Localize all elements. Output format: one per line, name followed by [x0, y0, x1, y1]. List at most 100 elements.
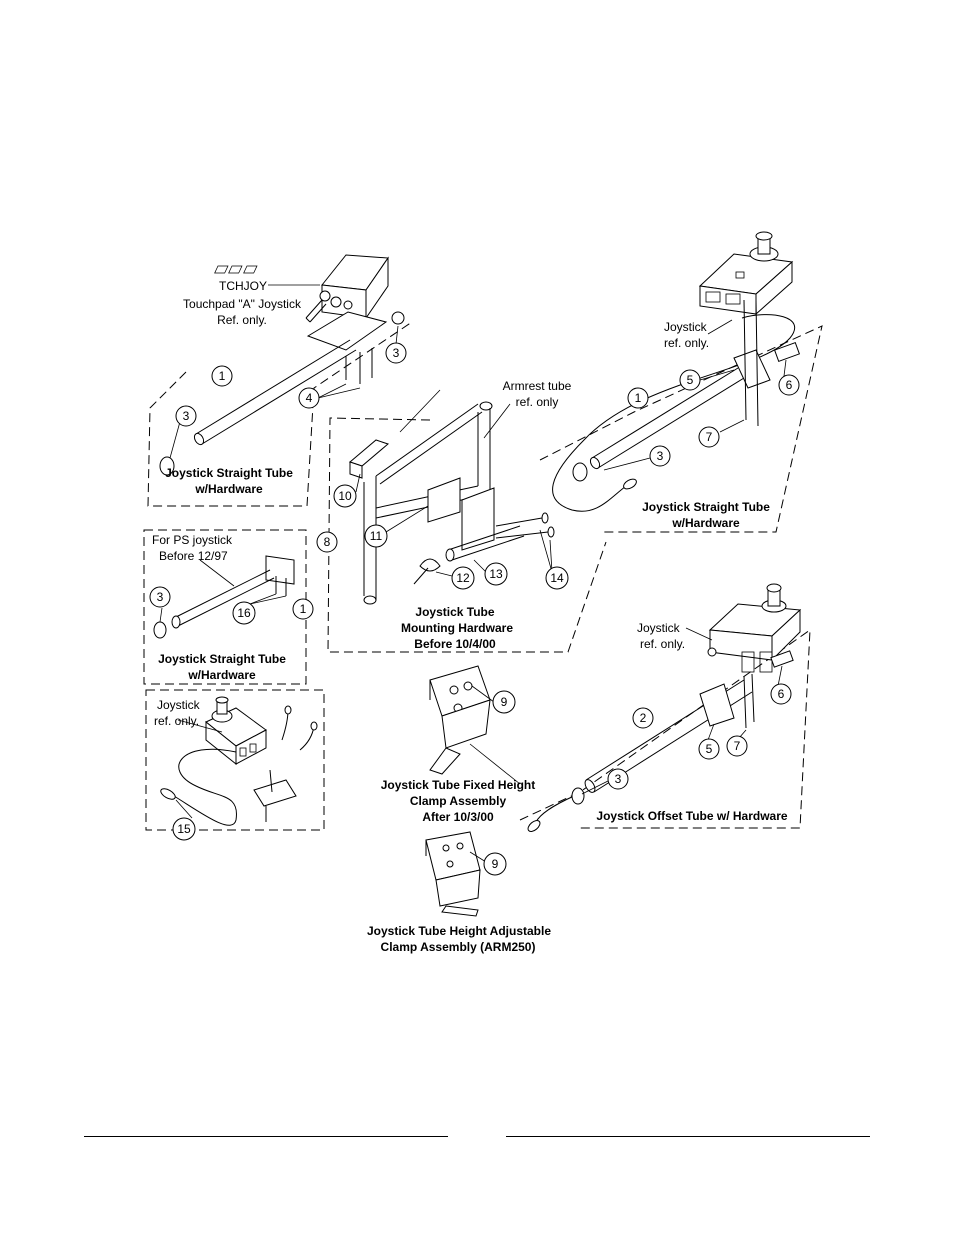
callout-3-number: 3 — [157, 590, 164, 604]
offset-tube-group: Joystick ref. only. Joystick Offset Tube… — [519, 583, 811, 832]
touchpad-caption-line1: Joystick Straight Tube — [165, 466, 293, 480]
callout-15 — [172, 817, 196, 841]
ps-end-cap — [153, 621, 167, 639]
right-end-cap — [572, 462, 588, 482]
footer-rule-left — [84, 1136, 448, 1137]
callout-12-number: 12 — [456, 571, 470, 585]
callout-3-number: 3 — [657, 449, 664, 463]
touchpad-label-line2: Ref. only. — [217, 313, 267, 327]
callout-5 — [698, 738, 720, 760]
mounting-caption-line2: Mounting Hardware — [401, 621, 513, 635]
callout-1 — [211, 365, 233, 387]
callout-9-number: 9 — [501, 695, 508, 709]
callout-6 — [770, 683, 792, 705]
callout-5 — [679, 369, 701, 391]
fixed-clamp-group: 9 Joystick Tube Fixed Height Clamp Assem… — [381, 665, 535, 824]
callout-15-number: 15 — [177, 822, 191, 836]
fixed-clamp-drawing — [429, 665, 491, 775]
fixed-clamp-caption-line3: After 10/3/00 — [422, 810, 494, 824]
clamp-11 — [427, 477, 461, 523]
adjustable-clamp-group: 9 Joystick Tube Height Adjustable Clamp … — [367, 831, 551, 954]
callout-14-number: 14 — [550, 571, 564, 585]
right-caption-line2: w/Hardware — [671, 516, 740, 530]
ps-straight-tube-group: For PS joystick Before 12/97 Joystick St… — [143, 529, 314, 685]
callout-3 — [607, 768, 629, 790]
callout-9-number: 9 — [492, 857, 499, 871]
callout-11-number: 11 — [370, 529, 383, 543]
callout-2-number: 2 — [640, 711, 647, 725]
callout-1-number: 1 — [635, 391, 642, 405]
callout-6-number: 6 — [786, 378, 793, 392]
callout-11 — [364, 524, 388, 548]
offset-joystick-label-line1: Joystick — [637, 621, 681, 635]
bracket-10 — [348, 439, 390, 467]
touchpad-caption-line2: w/Hardware — [194, 482, 263, 496]
right-bracket-5 — [733, 349, 771, 389]
callout-16 — [232, 601, 256, 625]
callout-3-number: 3 — [615, 772, 622, 786]
callout-7-number: 7 — [706, 430, 713, 444]
callout-3 — [149, 586, 171, 608]
callout-13 — [484, 562, 508, 586]
joystick-15-label-line2: ref. only. — [154, 714, 199, 728]
end-cap — [391, 311, 405, 325]
armrest-label-line2: ref. only — [516, 395, 559, 409]
offset-joystick-label-line2: ref. only. — [640, 637, 685, 651]
right-caption-line1: Joystick Straight Tube — [642, 500, 770, 514]
callout-4-number: 4 — [306, 391, 313, 405]
callout-14 — [545, 566, 569, 590]
offset-caption: Joystick Offset Tube w/ Hardware — [596, 809, 787, 823]
joystick-15-cable — [173, 748, 237, 826]
offset-cap-6 — [770, 650, 794, 668]
callout-8 — [316, 531, 338, 553]
callout-1 — [292, 598, 314, 620]
callout-3 — [175, 405, 197, 427]
plate-14 — [461, 487, 495, 551]
right-straight-tube-group: Joystick ref. only. Joystick Straight Tu… — [539, 231, 823, 533]
callout-3-number: 3 — [393, 346, 400, 360]
callout-1 — [627, 387, 649, 409]
right-joystick-cable — [552, 314, 796, 512]
offset-joystick-drawing — [707, 583, 802, 673]
armrest-label-line1: Armrest tube — [503, 379, 572, 393]
callout-5-number: 5 — [706, 742, 713, 756]
callout-16-number: 16 — [237, 606, 251, 620]
callout-7-number: 7 — [734, 739, 741, 753]
fixed-clamp-caption-line1: Joystick Tube Fixed Height — [381, 778, 535, 792]
right-cap-6 — [773, 341, 801, 363]
joystick-15-drawing — [205, 696, 267, 766]
callout-12 — [451, 566, 475, 590]
callout-10 — [333, 484, 357, 508]
ps-caption-line1: Joystick Straight Tube — [158, 652, 286, 666]
mounting-hardware-group: Armrest tube ref. only Joystick Tube Mou… — [316, 379, 607, 653]
offset-end-cap — [571, 787, 585, 805]
touchpad-label-line1: Touchpad "A" Joystick — [183, 297, 302, 311]
callout-4 — [298, 387, 320, 409]
joystick-15-bracket — [253, 779, 297, 807]
ps-caption-line2: w/Hardware — [187, 668, 256, 682]
footer-rule-right — [506, 1136, 870, 1137]
adjustable-clamp-drawing — [425, 831, 481, 917]
touchpad-group-boundary — [147, 321, 413, 507]
joystick-cable-boundary — [145, 689, 325, 831]
callout-5-number: 5 — [687, 373, 694, 387]
knob-12 — [413, 558, 441, 585]
callout-3 — [649, 445, 671, 467]
callout-10-number: 10 — [338, 489, 352, 503]
right-group-boundary — [539, 325, 823, 533]
fixed-clamp-caption-line2: Clamp Assembly — [410, 794, 507, 808]
ps-label-line2: Before 12/97 — [159, 549, 228, 563]
callout-1-number: 1 — [219, 369, 226, 383]
callout-6-number: 6 — [778, 687, 785, 701]
offset-group-boundary — [519, 629, 811, 829]
right-joystick-label-line2: ref. only. — [664, 336, 709, 350]
ps-label-line1: For PS joystick — [152, 533, 233, 547]
touchpad-code-label: TCHJOY — [219, 279, 267, 293]
offset-bracket-5 — [699, 683, 735, 727]
callout-6 — [778, 374, 800, 396]
callout-3 — [385, 342, 407, 364]
callout-13-number: 13 — [489, 567, 503, 581]
tube-end-cap — [159, 456, 175, 476]
adjustable-clamp-caption-line1: Joystick Tube Height Adjustable — [367, 924, 551, 938]
